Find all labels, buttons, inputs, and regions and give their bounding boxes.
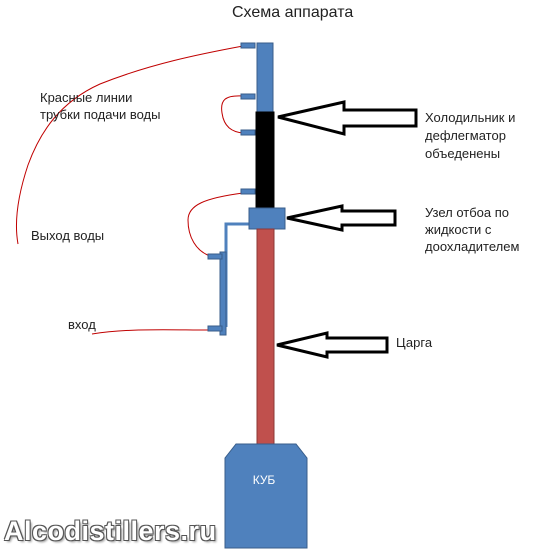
label-red-lines-2: трубки подачи воды — [40, 107, 161, 122]
cooler-pipe — [224, 222, 250, 327]
arrow-to-column — [276, 331, 389, 359]
label-node-1: Узел отбоа по — [425, 205, 510, 220]
watermark: Alcodistillers.ru — [4, 516, 217, 546]
label-cooler-1: Холодильник и — [425, 110, 516, 125]
water-line-inlet — [91, 329, 211, 335]
label-water-in: вход — [68, 317, 96, 332]
label-cooler-2: дефлегматор — [425, 128, 506, 143]
connector-4 — [240, 188, 256, 195]
label-cooler-3: объеденены — [425, 146, 501, 161]
top-condenser — [256, 42, 274, 114]
arrow-to-cooler — [277, 100, 418, 136]
kub-boiler — [224, 443, 308, 549]
connector-2 — [240, 93, 256, 100]
water-line-loop-node — [187, 192, 244, 257]
water-line-outlet — [16, 45, 244, 245]
connector-3 — [240, 129, 256, 136]
label-node-2: жидкости с — [425, 222, 492, 237]
label-red-lines-1: Красные линии — [40, 90, 133, 105]
connector-outlet — [207, 325, 223, 332]
diagram-title: Схема аппарата — [232, 4, 354, 21]
cooler-vertical-pipe — [219, 251, 227, 336]
label-column: Царга — [396, 335, 433, 350]
label-water-out: Выход воды — [31, 228, 105, 243]
arrow-to-node — [286, 204, 397, 232]
connector-inlet — [207, 253, 223, 260]
cooler-dephlegmator — [255, 111, 275, 210]
connector-top — [240, 42, 256, 49]
water-line-loop-top — [221, 95, 244, 134]
label-node-3: доохладителем — [425, 239, 520, 254]
column-tsarga — [256, 228, 275, 446]
extraction-node — [248, 207, 286, 230]
label-kub: КУБ — [252, 473, 276, 487]
